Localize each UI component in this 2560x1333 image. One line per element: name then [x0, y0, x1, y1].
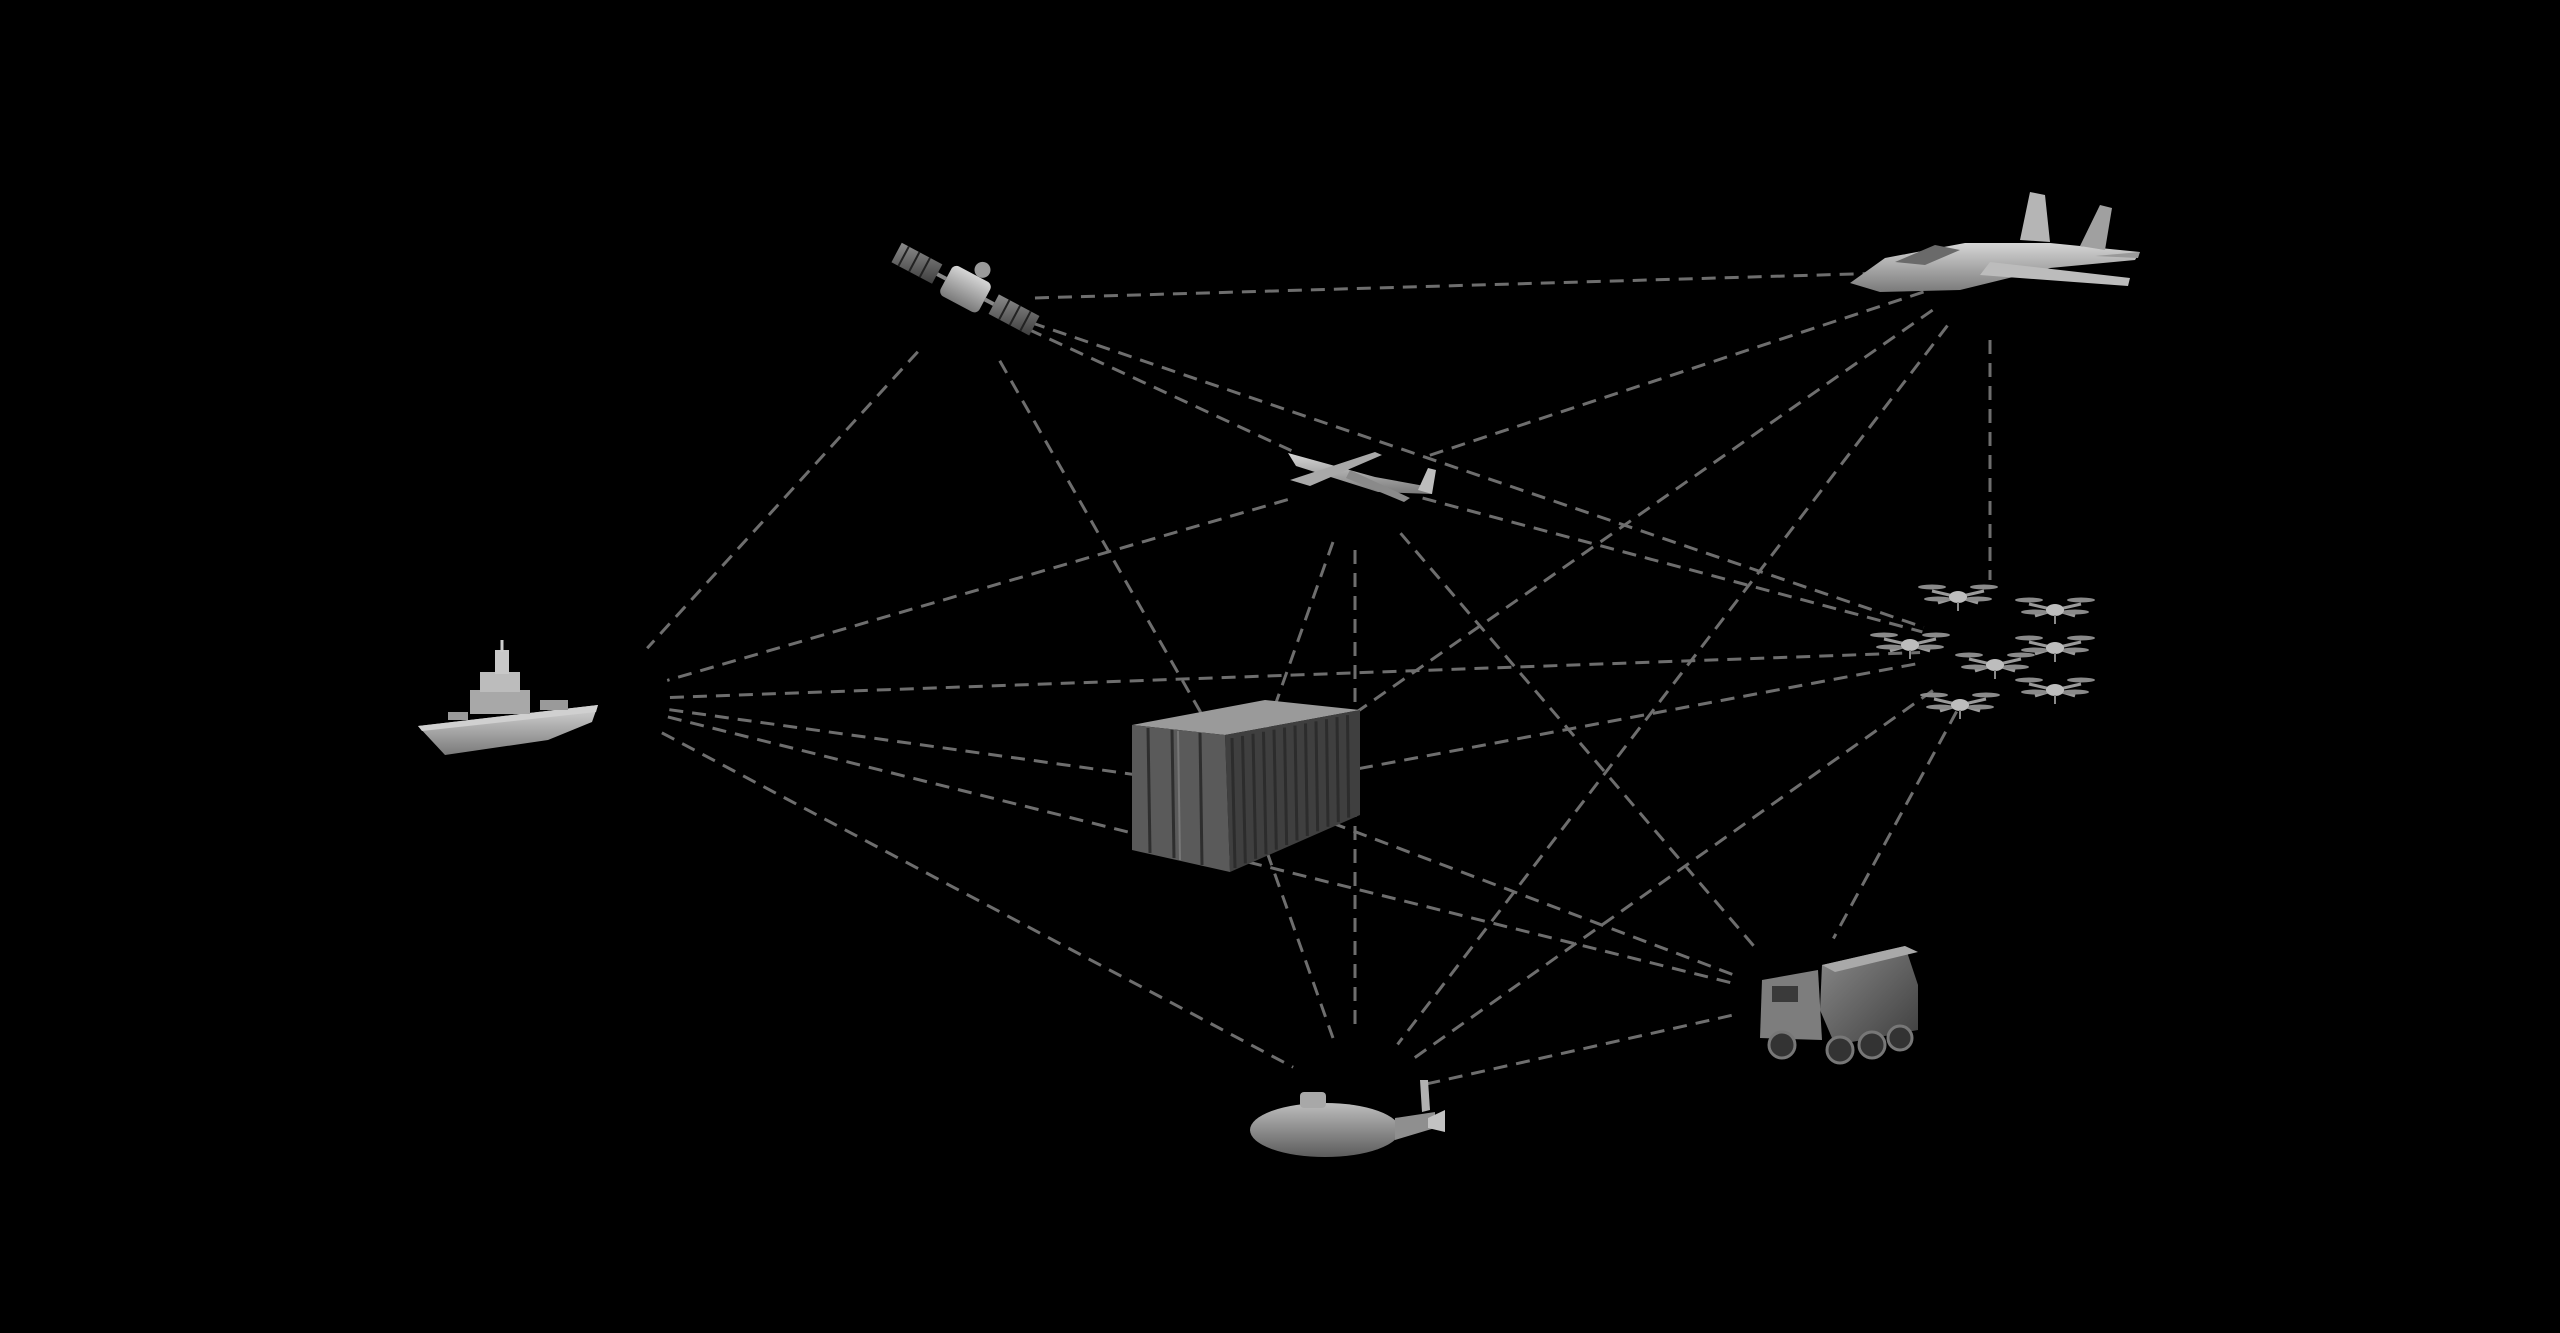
warship-icon	[418, 640, 598, 755]
link-drone-uav-military-truck	[1399, 532, 1756, 948]
container-rib	[1304, 723, 1309, 836]
container-rib	[1293, 725, 1299, 841]
container-rib	[1335, 717, 1340, 823]
satellite-icon	[891, 242, 1040, 336]
connection-links	[646, 270, 1992, 1087]
container-rib	[1314, 721, 1320, 832]
link-shipping-container-military-truck	[1309, 813, 1736, 977]
military-truck-icon	[1760, 946, 1918, 1065]
link-warship-quadcopter-swarm	[669, 651, 1921, 699]
uav-drone-icon	[1288, 452, 1436, 502]
quadcopter-swarm-icon	[1870, 584, 2095, 719]
link-military-truck-submarine	[1422, 1013, 1733, 1087]
link-fighter-jet-submarine	[1396, 324, 1949, 1046]
quadcopter-icon	[1955, 652, 2035, 679]
quadcopter-icon	[1920, 692, 2000, 719]
link-warship-submarine	[661, 731, 1294, 1069]
link-warship-shipping-container	[669, 708, 1176, 782]
container-rib	[1325, 719, 1330, 827]
link-quadcopter-swarm-submarine	[1411, 689, 1934, 1061]
link-quadcopter-swarm-military-truck	[1832, 710, 1958, 940]
quadcopter-icon	[2015, 635, 2095, 662]
quadcopter-icon	[1870, 632, 1950, 659]
link-satellite-warship	[646, 350, 919, 650]
link-shipping-container-quadcopter-swarm	[1313, 661, 1922, 779]
container-rib	[1346, 715, 1351, 818]
link-satellite-shipping-container	[998, 360, 1212, 730]
link-drone-uav-shipping-container	[1265, 541, 1335, 729]
quadcopter-icon	[1918, 584, 1998, 611]
container-rib	[1283, 727, 1289, 846]
fighter-jet-icon	[1850, 192, 2140, 292]
assets	[418, 192, 2140, 1157]
link-fighter-jet-shipping-container	[1301, 308, 1934, 752]
shipping-container-icon	[1132, 700, 1360, 872]
quadcopter-icon	[2015, 677, 2095, 704]
link-satellite-quadcopter-swarm	[1030, 321, 1925, 629]
link-drone-uav-quadcopter-swarm	[1422, 496, 1923, 634]
container-rib	[1262, 731, 1268, 855]
quadcopter-icon	[2015, 597, 2095, 624]
link-drone-uav-warship	[666, 498, 1289, 682]
submarine-icon	[1250, 1080, 1445, 1157]
container-rib	[1241, 735, 1247, 864]
link-satellite-fighter-jet	[1034, 270, 1921, 300]
link-satellite-drone-uav	[1027, 327, 1293, 453]
container-rib	[1230, 737, 1237, 869]
container-rib	[1272, 729, 1278, 850]
link-fighter-jet-drone-uav	[1420, 290, 1925, 460]
link-shipping-container-submarine	[1265, 851, 1335, 1039]
container-rib	[1251, 733, 1258, 859]
